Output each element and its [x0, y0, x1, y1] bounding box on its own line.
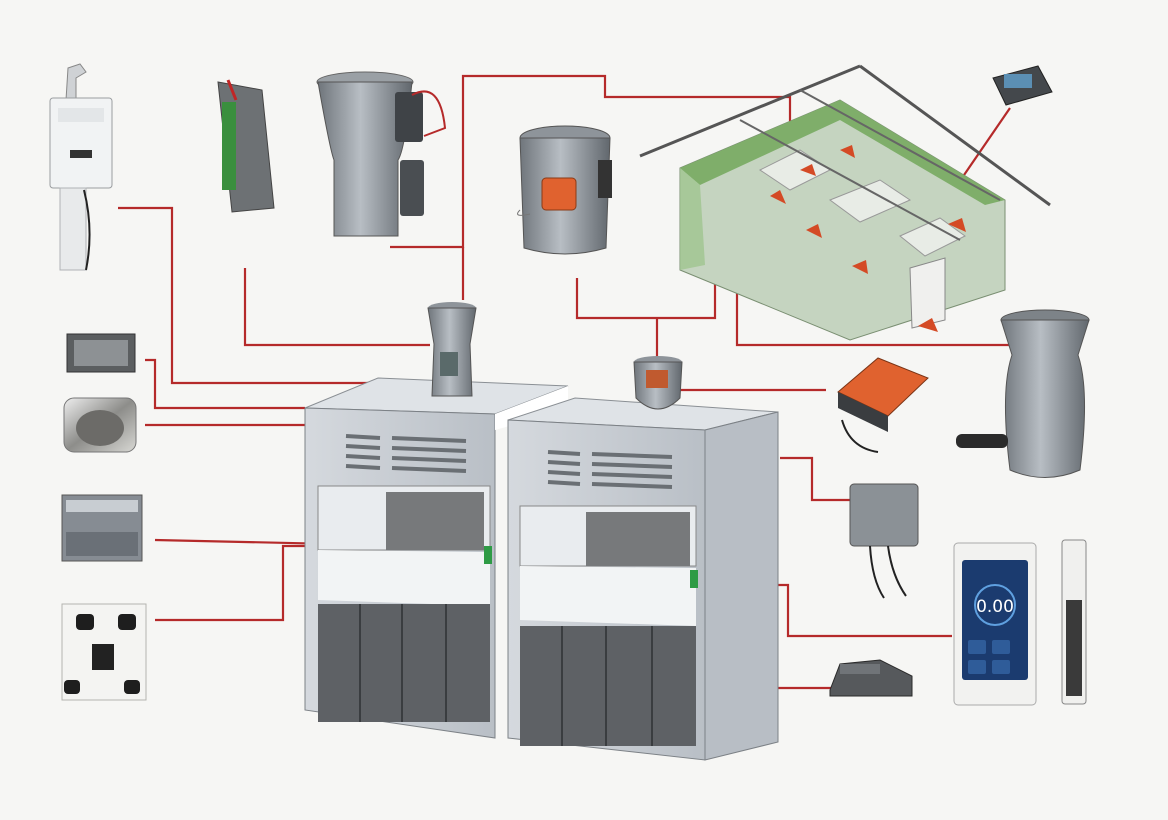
connector-lines: [118, 74, 1011, 747]
touch-panel-reading: 0.00: [976, 597, 1014, 617]
room-cutaway: [639, 64, 1051, 341]
sash-window: [61, 494, 143, 562]
lamp-metal: [63, 397, 137, 453]
light-fixture: [66, 333, 136, 373]
damper-unit: [517, 125, 612, 255]
connector-socket: [155, 544, 318, 622]
sensor-box: [992, 65, 1053, 106]
valve-on-hood-left: [427, 302, 477, 397]
relay-module: [217, 79, 275, 213]
fume-hood-right: [507, 397, 779, 761]
actuator-unit: [837, 357, 929, 453]
controller-device: [49, 63, 113, 271]
fume-hood-left: [304, 377, 569, 739]
connector-monitor: [780, 456, 850, 502]
connector-relay: [243, 268, 430, 347]
connector-controller: [118, 206, 412, 385]
keypad-strip: [1061, 539, 1087, 705]
valve-large: [316, 71, 447, 237]
touch-panel: [953, 542, 1037, 706]
fan-unit: [956, 309, 1090, 478]
foot-switch: [829, 659, 913, 697]
valve-on-hood-right: [633, 356, 683, 410]
airflow-monitor: [849, 483, 919, 599]
power-socket: [61, 603, 147, 701]
connector-light: [145, 358, 305, 410]
